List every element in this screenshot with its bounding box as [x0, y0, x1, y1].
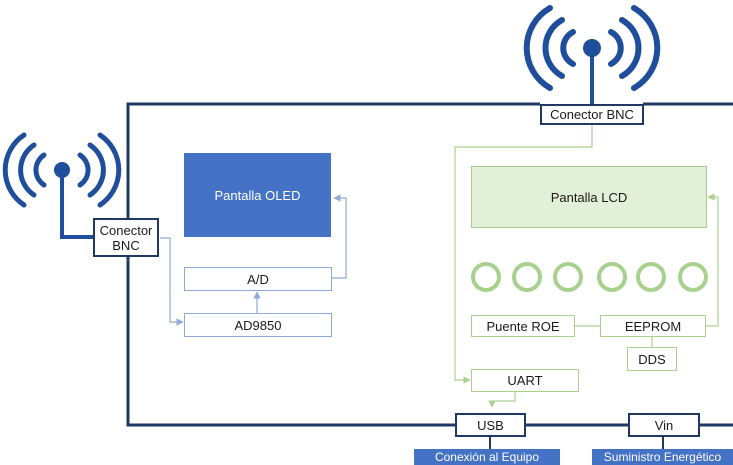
- usb-port: USB: [455, 413, 526, 437]
- bnc-connector-left: Conector BNC: [93, 218, 159, 257]
- lcd-display-block: Pantalla LCD: [471, 166, 707, 228]
- lcd-display-label: Pantalla LCD: [550, 189, 628, 205]
- puente-roe-block: Puente ROE: [471, 315, 575, 337]
- uart-block: UART: [471, 369, 579, 392]
- ad9850-label: AD9850: [234, 317, 282, 333]
- bnc-connector-left-label-2: BNC: [112, 237, 140, 253]
- vin-port-label: Vin: [654, 417, 674, 433]
- ad9850-block: AD9850: [184, 313, 332, 337]
- puente-roe-label: Puente ROE: [486, 318, 560, 334]
- power-supply-tag-label: Suministro Energético: [603, 450, 722, 464]
- eeprom-block: EEPROM: [600, 315, 706, 337]
- power-supply-tag: Suministro Energético: [592, 449, 733, 465]
- dds-block: DDS: [627, 347, 677, 371]
- knob-5: [636, 262, 666, 292]
- oled-display-block: Pantalla OLED: [184, 153, 331, 237]
- vin-port: Vin: [628, 413, 700, 437]
- ad-converter-label: A/D: [247, 271, 269, 287]
- knob-6: [678, 262, 708, 292]
- knob-3: [553, 262, 583, 292]
- usb-connection-tag: Conexión al Equipo: [414, 449, 560, 465]
- blue-connectors: [160, 194, 347, 326]
- usb-port-label: USB: [477, 417, 504, 433]
- bnc-connector-right: Conector BNC: [540, 104, 644, 125]
- ad-converter-block: A/D: [184, 267, 332, 291]
- bnc-connector-right-label: Conector BNC: [550, 107, 634, 122]
- oled-display-label: Pantalla OLED: [214, 187, 301, 203]
- antenna-icon: [2, 132, 122, 239]
- knob-4: [597, 262, 627, 292]
- usb-connection-tag-label: Conexión al Equipo: [434, 450, 540, 464]
- bnc-connector-left-label-1: Conector: [99, 222, 153, 238]
- knob-2: [512, 262, 542, 292]
- antenna-icon: [523, 5, 661, 104]
- frame-lines: [126, 102, 733, 427]
- tag-links: [489, 437, 664, 449]
- dds-label: DDS: [638, 351, 666, 367]
- uart-label: UART: [507, 373, 543, 388]
- green-connectors: [454, 122, 719, 408]
- eeprom-label: EEPROM: [624, 318, 682, 334]
- knob-1: [471, 262, 501, 292]
